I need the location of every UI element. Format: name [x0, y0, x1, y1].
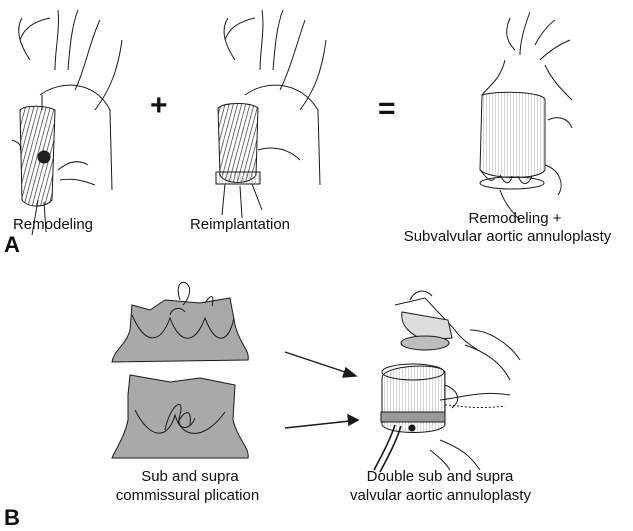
lower-plication-valve	[112, 375, 248, 458]
panel-a-label: A	[4, 232, 20, 258]
valvular-annuloplasty-caption: valvular aortic annuloplasty	[318, 487, 563, 505]
equals-sign: =	[378, 92, 396, 125]
subvalvular-annuloplasty-caption: Subvalvular aortic annuloplasty	[385, 228, 630, 246]
remodeling-illustration	[12, 10, 122, 235]
double-annuloplasty-illustration	[374, 291, 520, 472]
remodeling-plus-caption: Remodeling +	[400, 210, 630, 228]
sub-supra-caption: Sub and supra	[95, 468, 285, 486]
plus-sign: +	[150, 89, 168, 122]
reimplantation-illustration	[216, 10, 326, 218]
arrow-lower	[285, 415, 358, 428]
commissural-plication-caption: commissural plication	[85, 487, 290, 505]
upper-plication-valve	[112, 282, 248, 362]
double-sub-supra-caption: Double sub and supra	[325, 468, 555, 486]
reimplantation-caption: Reimplantation	[175, 216, 305, 234]
panel-b-label: B	[4, 505, 20, 531]
arrow-upper	[285, 352, 356, 377]
remodeling-annuloplasty-illustration	[480, 12, 572, 220]
